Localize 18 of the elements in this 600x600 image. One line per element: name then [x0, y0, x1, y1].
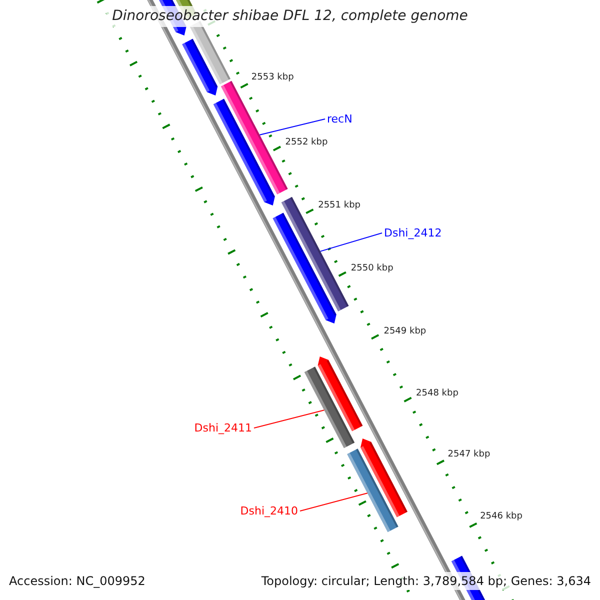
gene-label: Dshi_2411 — [194, 421, 252, 435]
gene-label: Dshi_2412 — [384, 226, 442, 240]
scale-label: 2548 kbp — [416, 388, 458, 400]
scale-label: 2546 kbp — [480, 512, 522, 522]
leader-line — [300, 492, 368, 512]
scale-label: 2550 kbp — [350, 264, 394, 274]
gene-label: Dshi_2410 — [240, 504, 298, 518]
scale-label: 2549 kbp — [384, 326, 426, 338]
scale-label: 2551 kbp — [318, 200, 360, 212]
gene-label: recN — [327, 112, 352, 126]
leader-line — [254, 410, 325, 428]
leader-line — [320, 232, 382, 252]
gene-bar — [304, 366, 355, 448]
leader-line — [259, 118, 326, 136]
scale-label: 2553 kbp — [251, 72, 294, 84]
gene-bar — [347, 448, 398, 532]
scale-label: 2552 kbp — [285, 138, 328, 148]
scale-label: 2547 kbp — [448, 450, 490, 460]
